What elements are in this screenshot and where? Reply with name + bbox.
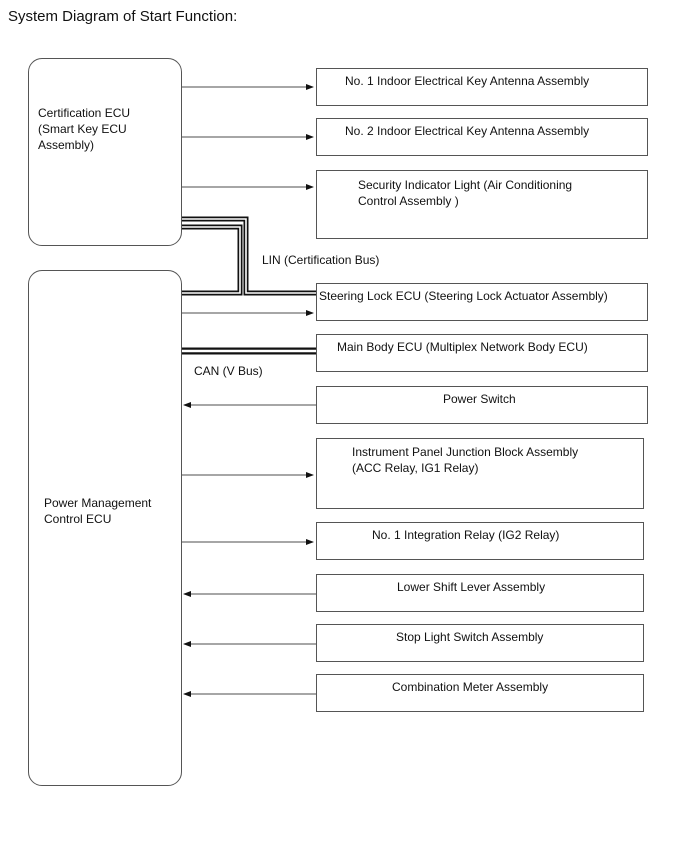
component-label: Main Body ECU (Multiplex Network Body EC… <box>337 340 588 354</box>
component-security-light: Security Indicator Light (Air Conditioni… <box>316 170 648 239</box>
component-power-switch: Power Switch <box>316 386 648 424</box>
component-combination-meter: Combination Meter Assembly <box>316 674 644 712</box>
component-label: Instrument Panel Junction Block Assembly… <box>352 445 579 475</box>
component-stop-light-switch: Stop Light Switch Assembly <box>316 624 644 662</box>
component-antenna-1: No. 1 Indoor Electrical Key Antenna Asse… <box>316 68 648 106</box>
component-label: Power Switch <box>443 392 516 406</box>
power-management-ecu-label: Power Management Control ECU <box>44 496 152 526</box>
component-label: Combination Meter Assembly <box>392 680 549 694</box>
component-label: Stop Light Switch Assembly <box>396 630 544 644</box>
component-ig2-relay: No. 1 Integration Relay (IG2 Relay) <box>316 522 644 560</box>
component-steering-lock-ecu: Steering Lock ECU (Steering Lock Actuato… <box>316 283 648 321</box>
component-ipjb: Instrument Panel Junction Block Assembly… <box>316 438 644 509</box>
component-main-body-ecu: Main Body ECU (Multiplex Network Body EC… <box>316 334 648 372</box>
component-antenna-2: No. 2 Indoor Electrical Key Antenna Asse… <box>316 118 648 156</box>
lin-bus-label: LIN (Certification Bus) <box>262 253 380 267</box>
diagram-title: System Diagram of Start Function: <box>8 8 238 25</box>
component-label: No. 2 Indoor Electrical Key Antenna Asse… <box>345 124 590 138</box>
certification-ecu <box>28 58 182 246</box>
component-label: No. 1 Integration Relay (IG2 Relay) <box>372 528 560 542</box>
component-label: Steering Lock ECU (Steering Lock Actuato… <box>319 289 608 303</box>
power-management-ecu <box>28 270 182 786</box>
component-shift-lever: Lower Shift Lever Assembly <box>316 574 644 612</box>
component-label: Security Indicator Light (Air Conditioni… <box>358 178 573 208</box>
component-label: No. 1 Indoor Electrical Key Antenna Asse… <box>345 74 590 88</box>
can-bus-label: CAN (V Bus) <box>194 364 263 378</box>
lin-bus-branch <box>182 224 243 296</box>
component-label: Lower Shift Lever Assembly <box>397 580 546 594</box>
certification-ecu-label: Certification ECU (Smart Key ECU Assembl… <box>38 106 131 152</box>
